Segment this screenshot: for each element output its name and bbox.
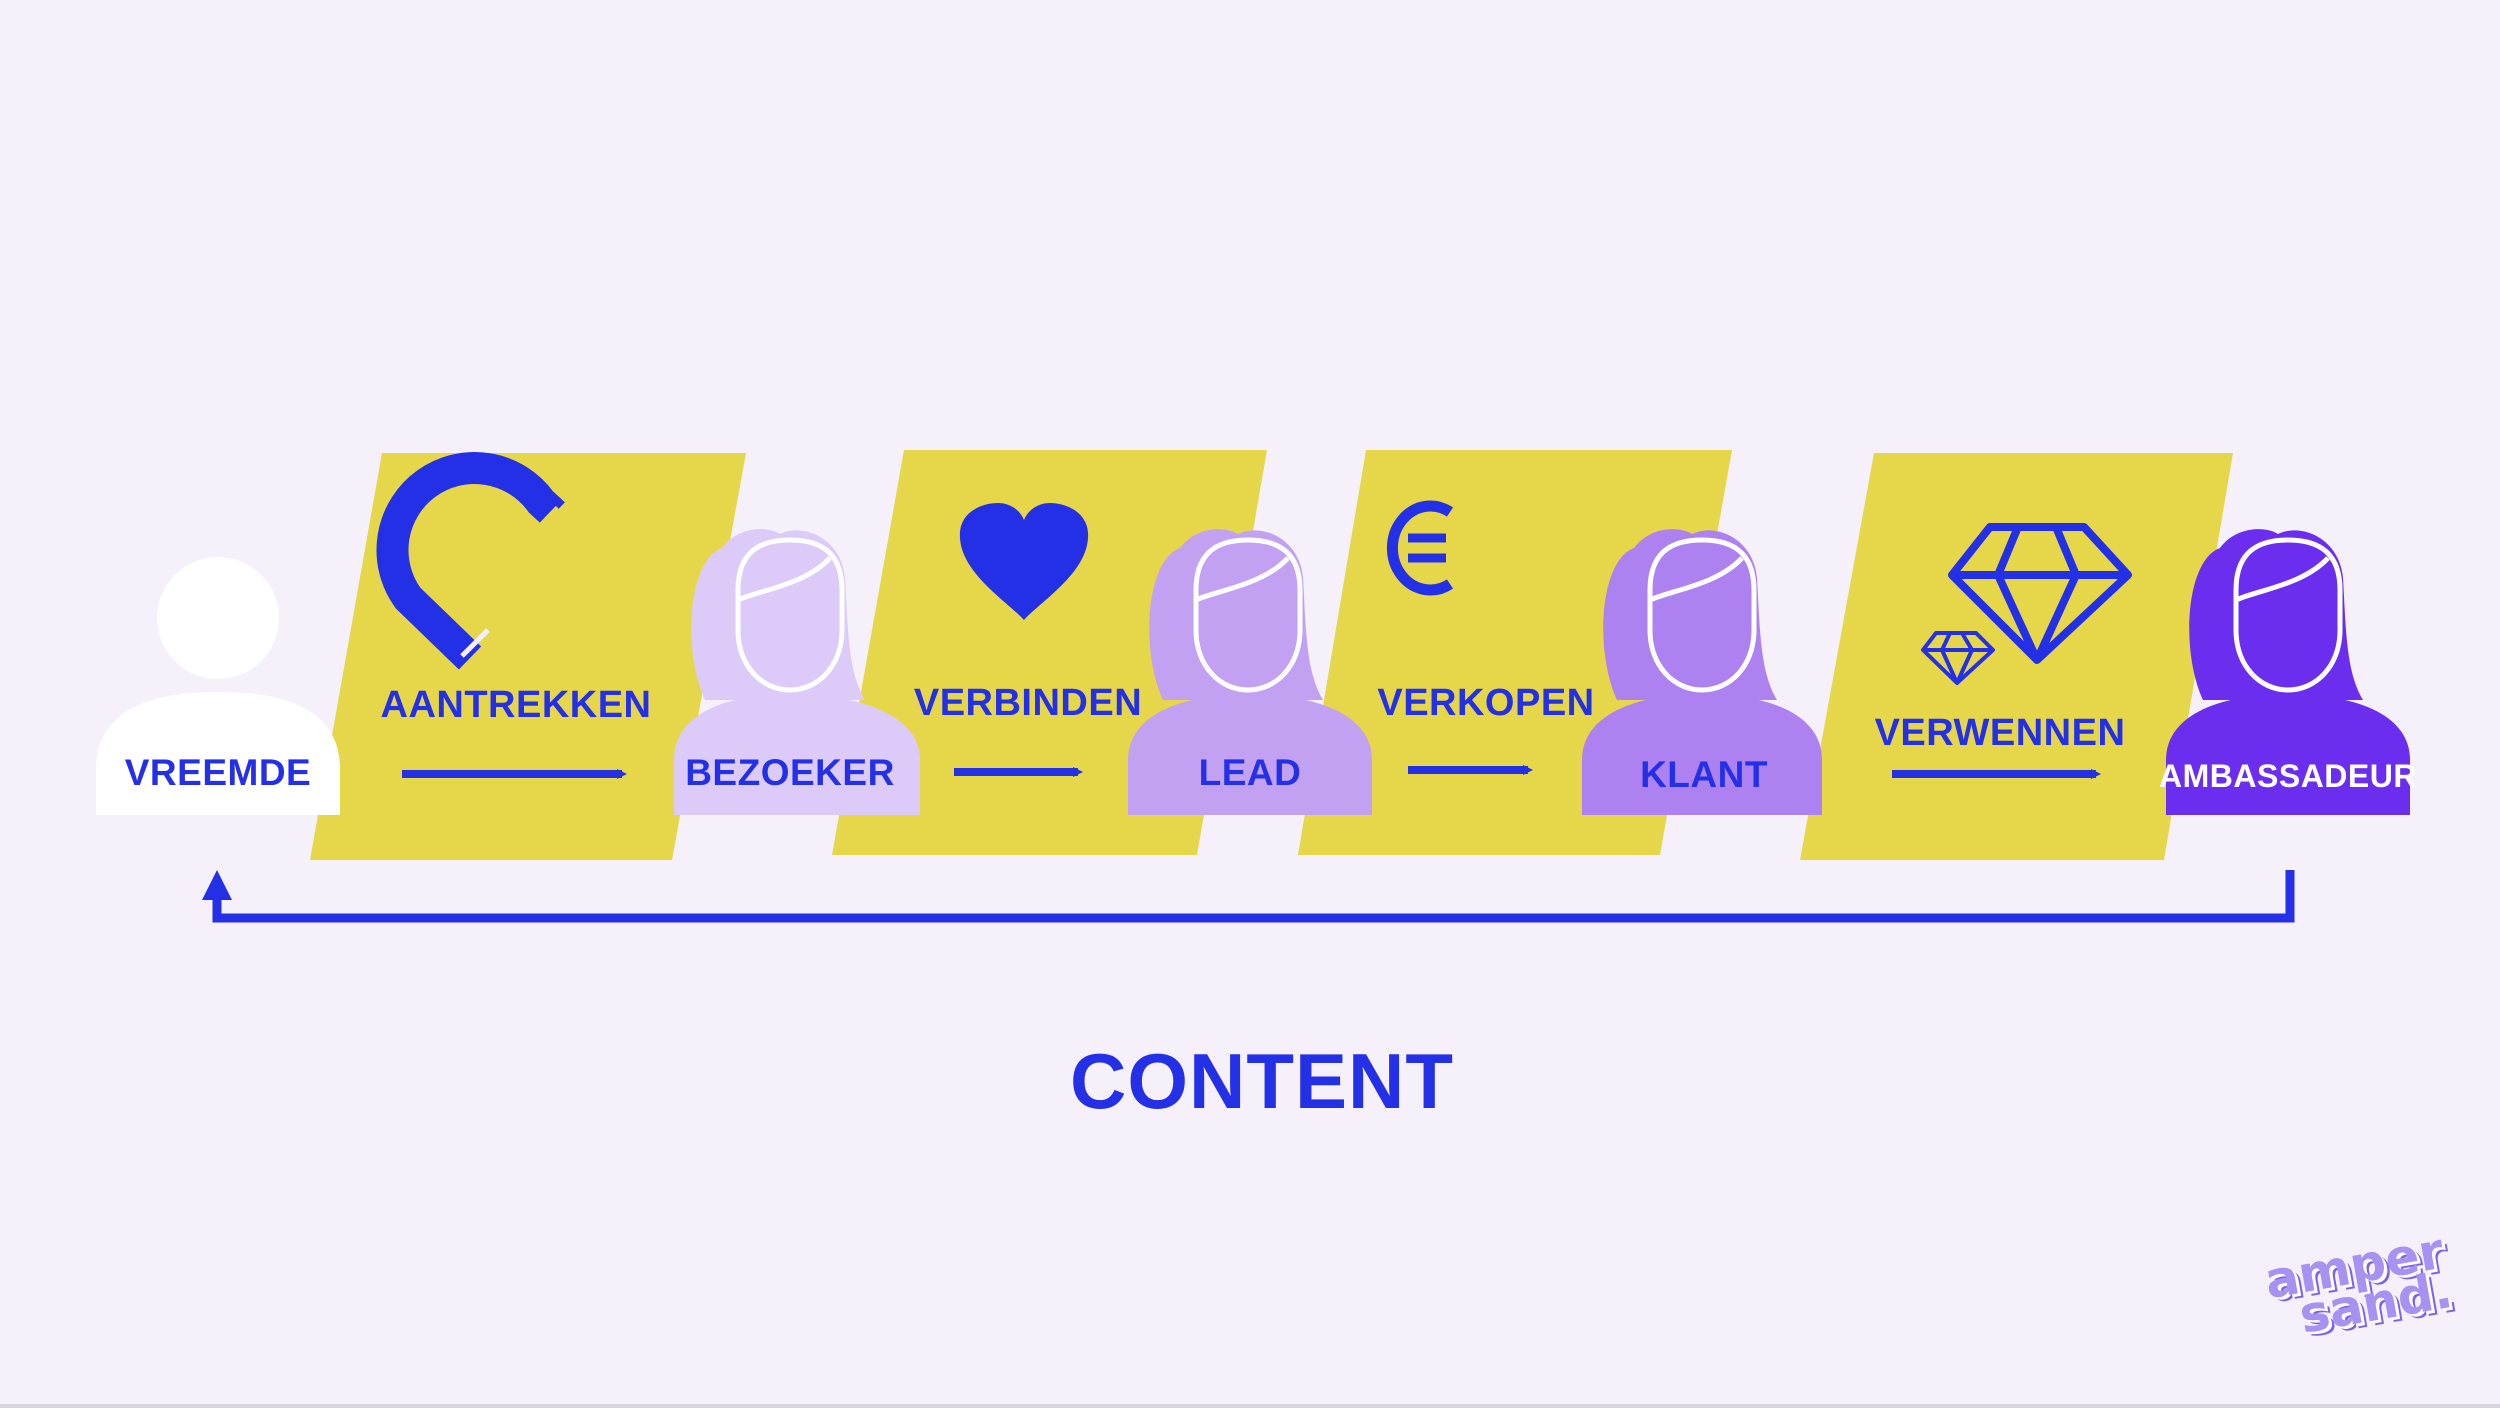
person-ambassador <box>2166 529 2410 815</box>
step-label-verkopen: VERKOPEN <box>1377 682 1595 724</box>
small-diamond-icon <box>1921 631 1995 685</box>
person-label-ambassador: AMBASSADEUR <box>2159 758 2417 794</box>
bottom-border <box>0 1404 2500 1408</box>
heart-icon <box>959 503 1089 620</box>
step-panel-aantrekken <box>310 453 746 860</box>
diamond-icon <box>1948 523 2132 664</box>
person-label-visitor: BEZOEKER <box>685 752 895 793</box>
person-visitor <box>674 529 920 815</box>
person-customer <box>1582 529 1822 815</box>
loop-arrow <box>202 870 2295 923</box>
content-label: CONTENT <box>1070 1037 1454 1125</box>
person-lead <box>1128 529 1372 815</box>
person-label-lead: LEAD <box>1198 752 1302 793</box>
person-stranger <box>96 557 340 815</box>
person-label-customer: KLANT <box>1640 754 1768 795</box>
step-label-verbinden: VERBINDEN <box>913 682 1143 724</box>
step-label-verwennen: VERWENNEN <box>1874 712 2126 754</box>
step-panel-verwennen <box>1800 453 2233 860</box>
magnet-icon <box>376 452 565 670</box>
person-label-stranger: VREEMDE <box>124 752 312 793</box>
step-label-aantrekken: AANTREKKEN <box>380 684 652 726</box>
euro-icon <box>1387 500 1454 596</box>
